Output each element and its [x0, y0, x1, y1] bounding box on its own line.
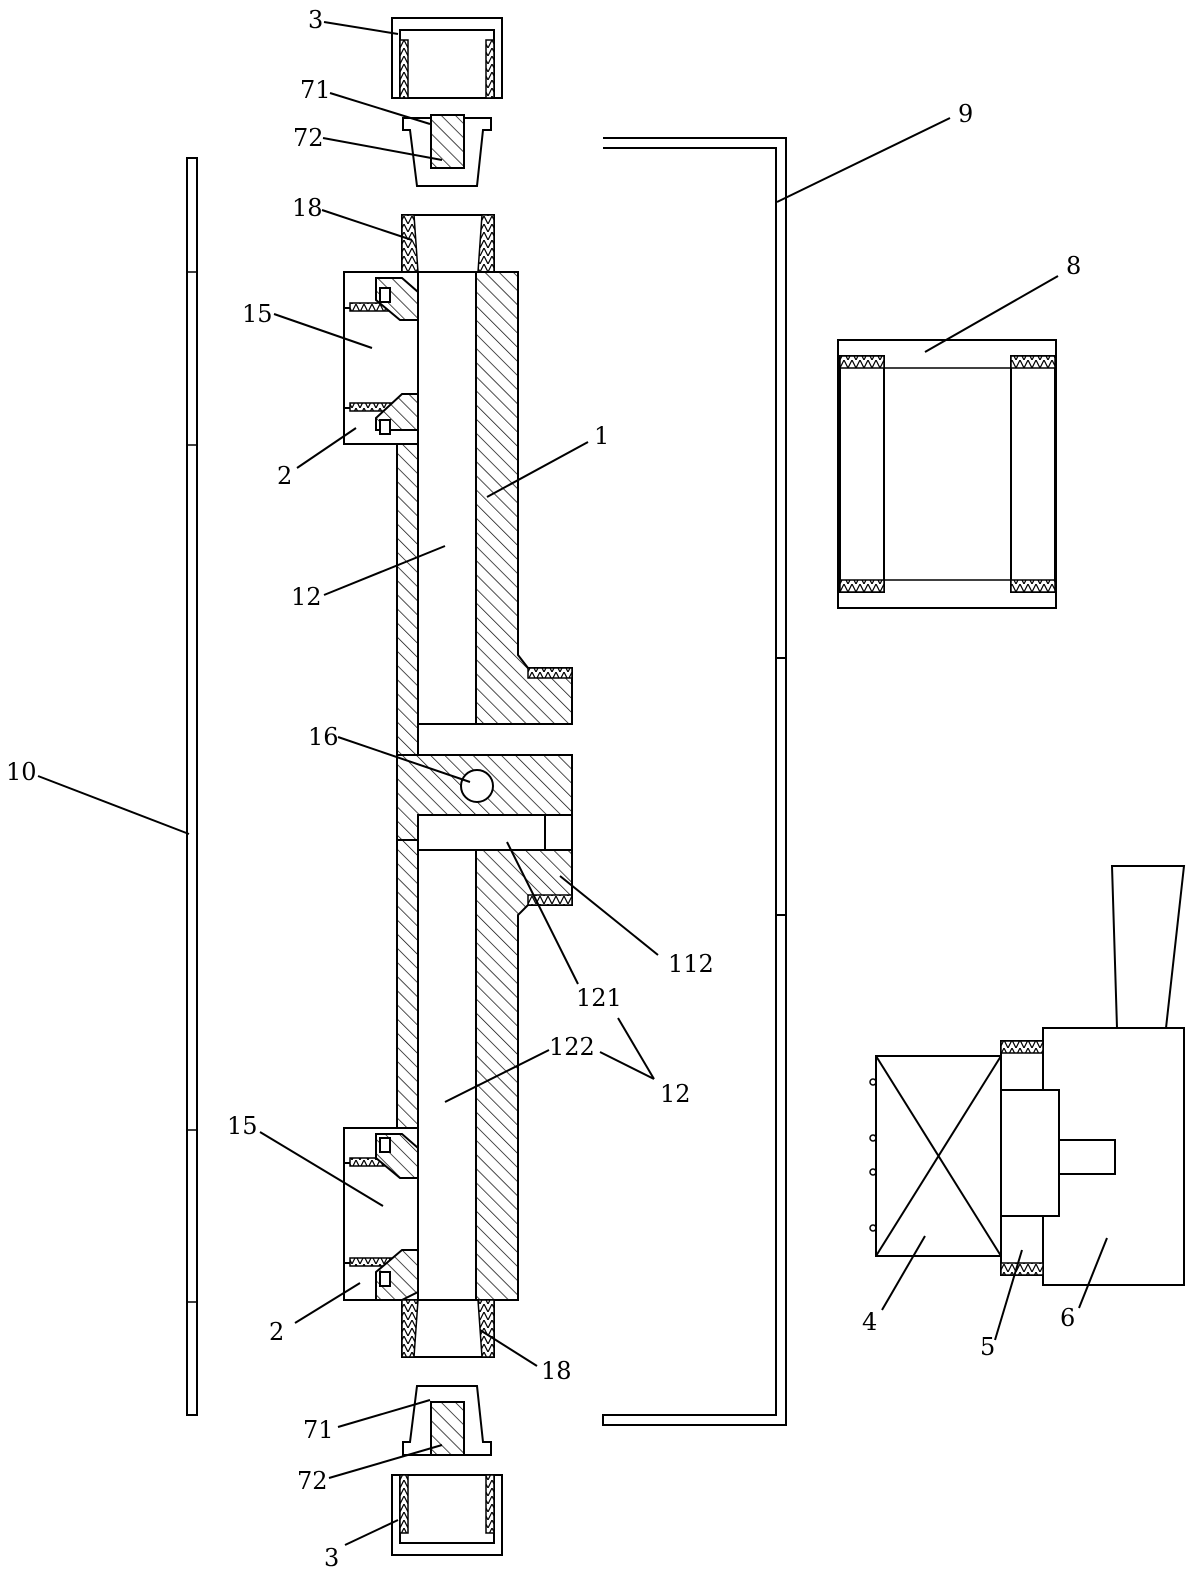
port-15-top — [343, 271, 419, 445]
main-body-1 — [396, 271, 573, 1301]
bracket-9 — [602, 137, 787, 1426]
ring-8 — [837, 339, 1057, 609]
label-15-bottom: 15 — [227, 1112, 258, 1140]
label-3-top: 3 — [308, 6, 323, 34]
label-18-bottom: 18 — [541, 1357, 572, 1385]
label-8: 8 — [1066, 252, 1081, 280]
label-15-top: 15 — [242, 300, 273, 328]
port-15-bottom — [343, 1127, 419, 1301]
motor-assembly — [869, 865, 1186, 1286]
leader-lines — [37, 21, 1108, 1546]
label-122: 122 — [549, 1033, 595, 1061]
label-121: 121 — [576, 984, 622, 1012]
plate-10 — [186, 157, 198, 1416]
label-71-top: 71 — [300, 76, 331, 104]
label-16: 16 — [308, 723, 339, 751]
label-72-top: 72 — [293, 124, 324, 152]
label-2-top: 2 — [277, 462, 292, 490]
cap-3-top — [391, 17, 503, 99]
sleeve-18-bottom — [401, 1299, 495, 1358]
plug-71-bottom — [402, 1385, 492, 1456]
label-2-bottom: 2 — [269, 1318, 284, 1346]
label-12-group: 12 — [660, 1080, 691, 1108]
label-1: 1 — [594, 422, 609, 450]
part-labels: 3 71 72 18 15 2 1 12 16 10 112 121 122 1… — [6, 6, 1081, 1572]
label-12-top: 12 — [291, 583, 322, 611]
label-5: 5 — [980, 1333, 995, 1361]
plug-71-top — [402, 114, 492, 187]
label-6: 6 — [1060, 1304, 1075, 1332]
cap-3-bottom — [391, 1474, 503, 1556]
label-71-bottom: 71 — [303, 1416, 334, 1444]
sleeve-18-top — [401, 214, 495, 273]
label-72-bottom: 72 — [297, 1467, 328, 1495]
label-18-top: 18 — [292, 194, 323, 222]
label-4: 4 — [862, 1308, 877, 1336]
label-3-bottom: 3 — [324, 1544, 339, 1572]
label-9: 9 — [958, 100, 973, 128]
label-10: 10 — [6, 758, 37, 786]
label-112: 112 — [668, 950, 714, 978]
